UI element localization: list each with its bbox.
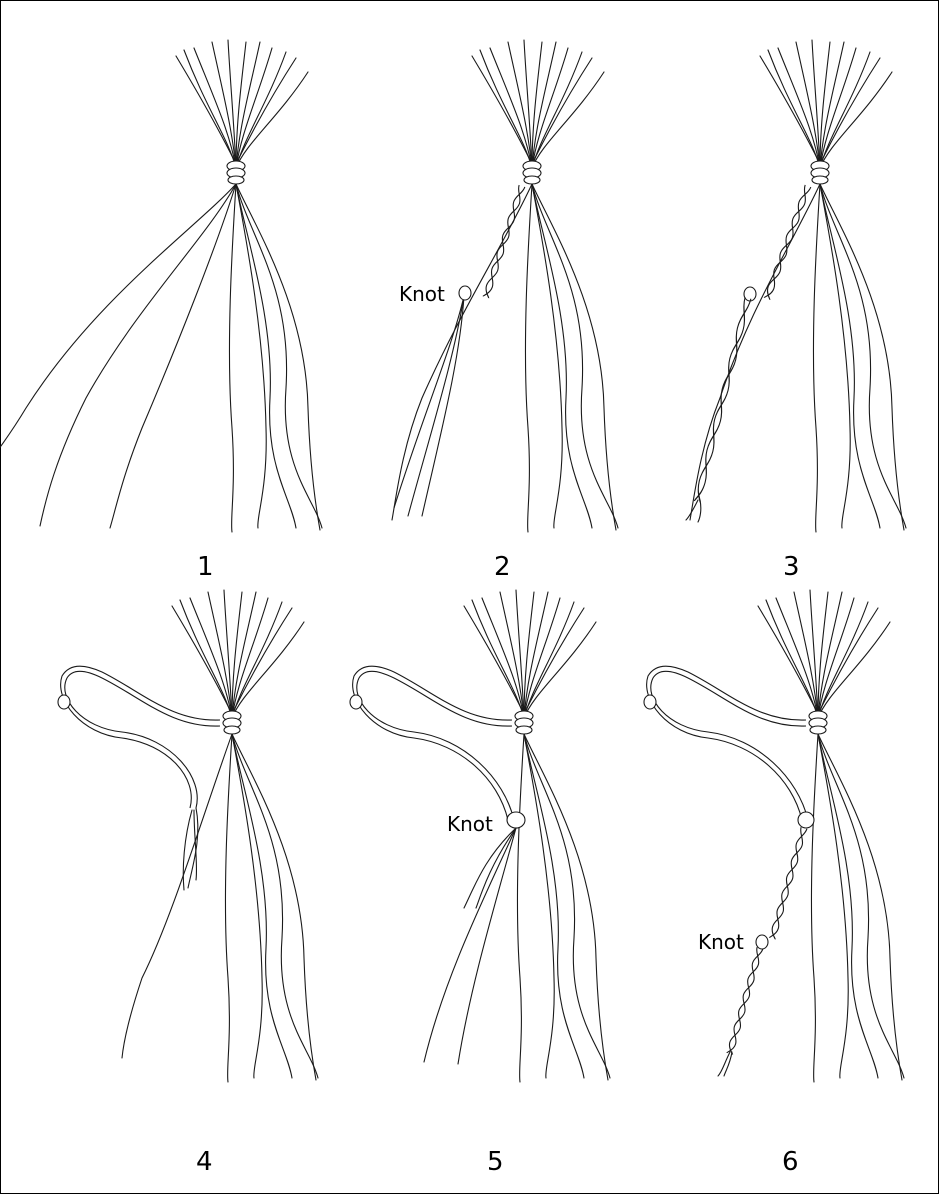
knot-label-step-2: Knot xyxy=(399,282,445,306)
knot-label-step-6: Knot xyxy=(698,930,744,954)
step-number-4: 4 xyxy=(196,1147,213,1177)
step-number-5: 5 xyxy=(487,1147,504,1177)
step-1-panel xyxy=(0,40,322,532)
knot-label-step-5: Knot xyxy=(447,812,493,836)
step-6-panel xyxy=(644,590,904,1082)
step-number-2: 2 xyxy=(494,552,511,582)
step-number-3: 3 xyxy=(783,552,800,582)
step-4-panel xyxy=(58,590,318,1082)
step-number-6: 6 xyxy=(782,1147,799,1177)
step-number-1: 1 xyxy=(197,552,214,582)
step-3-panel xyxy=(686,40,906,532)
step-5-panel xyxy=(350,590,610,1082)
